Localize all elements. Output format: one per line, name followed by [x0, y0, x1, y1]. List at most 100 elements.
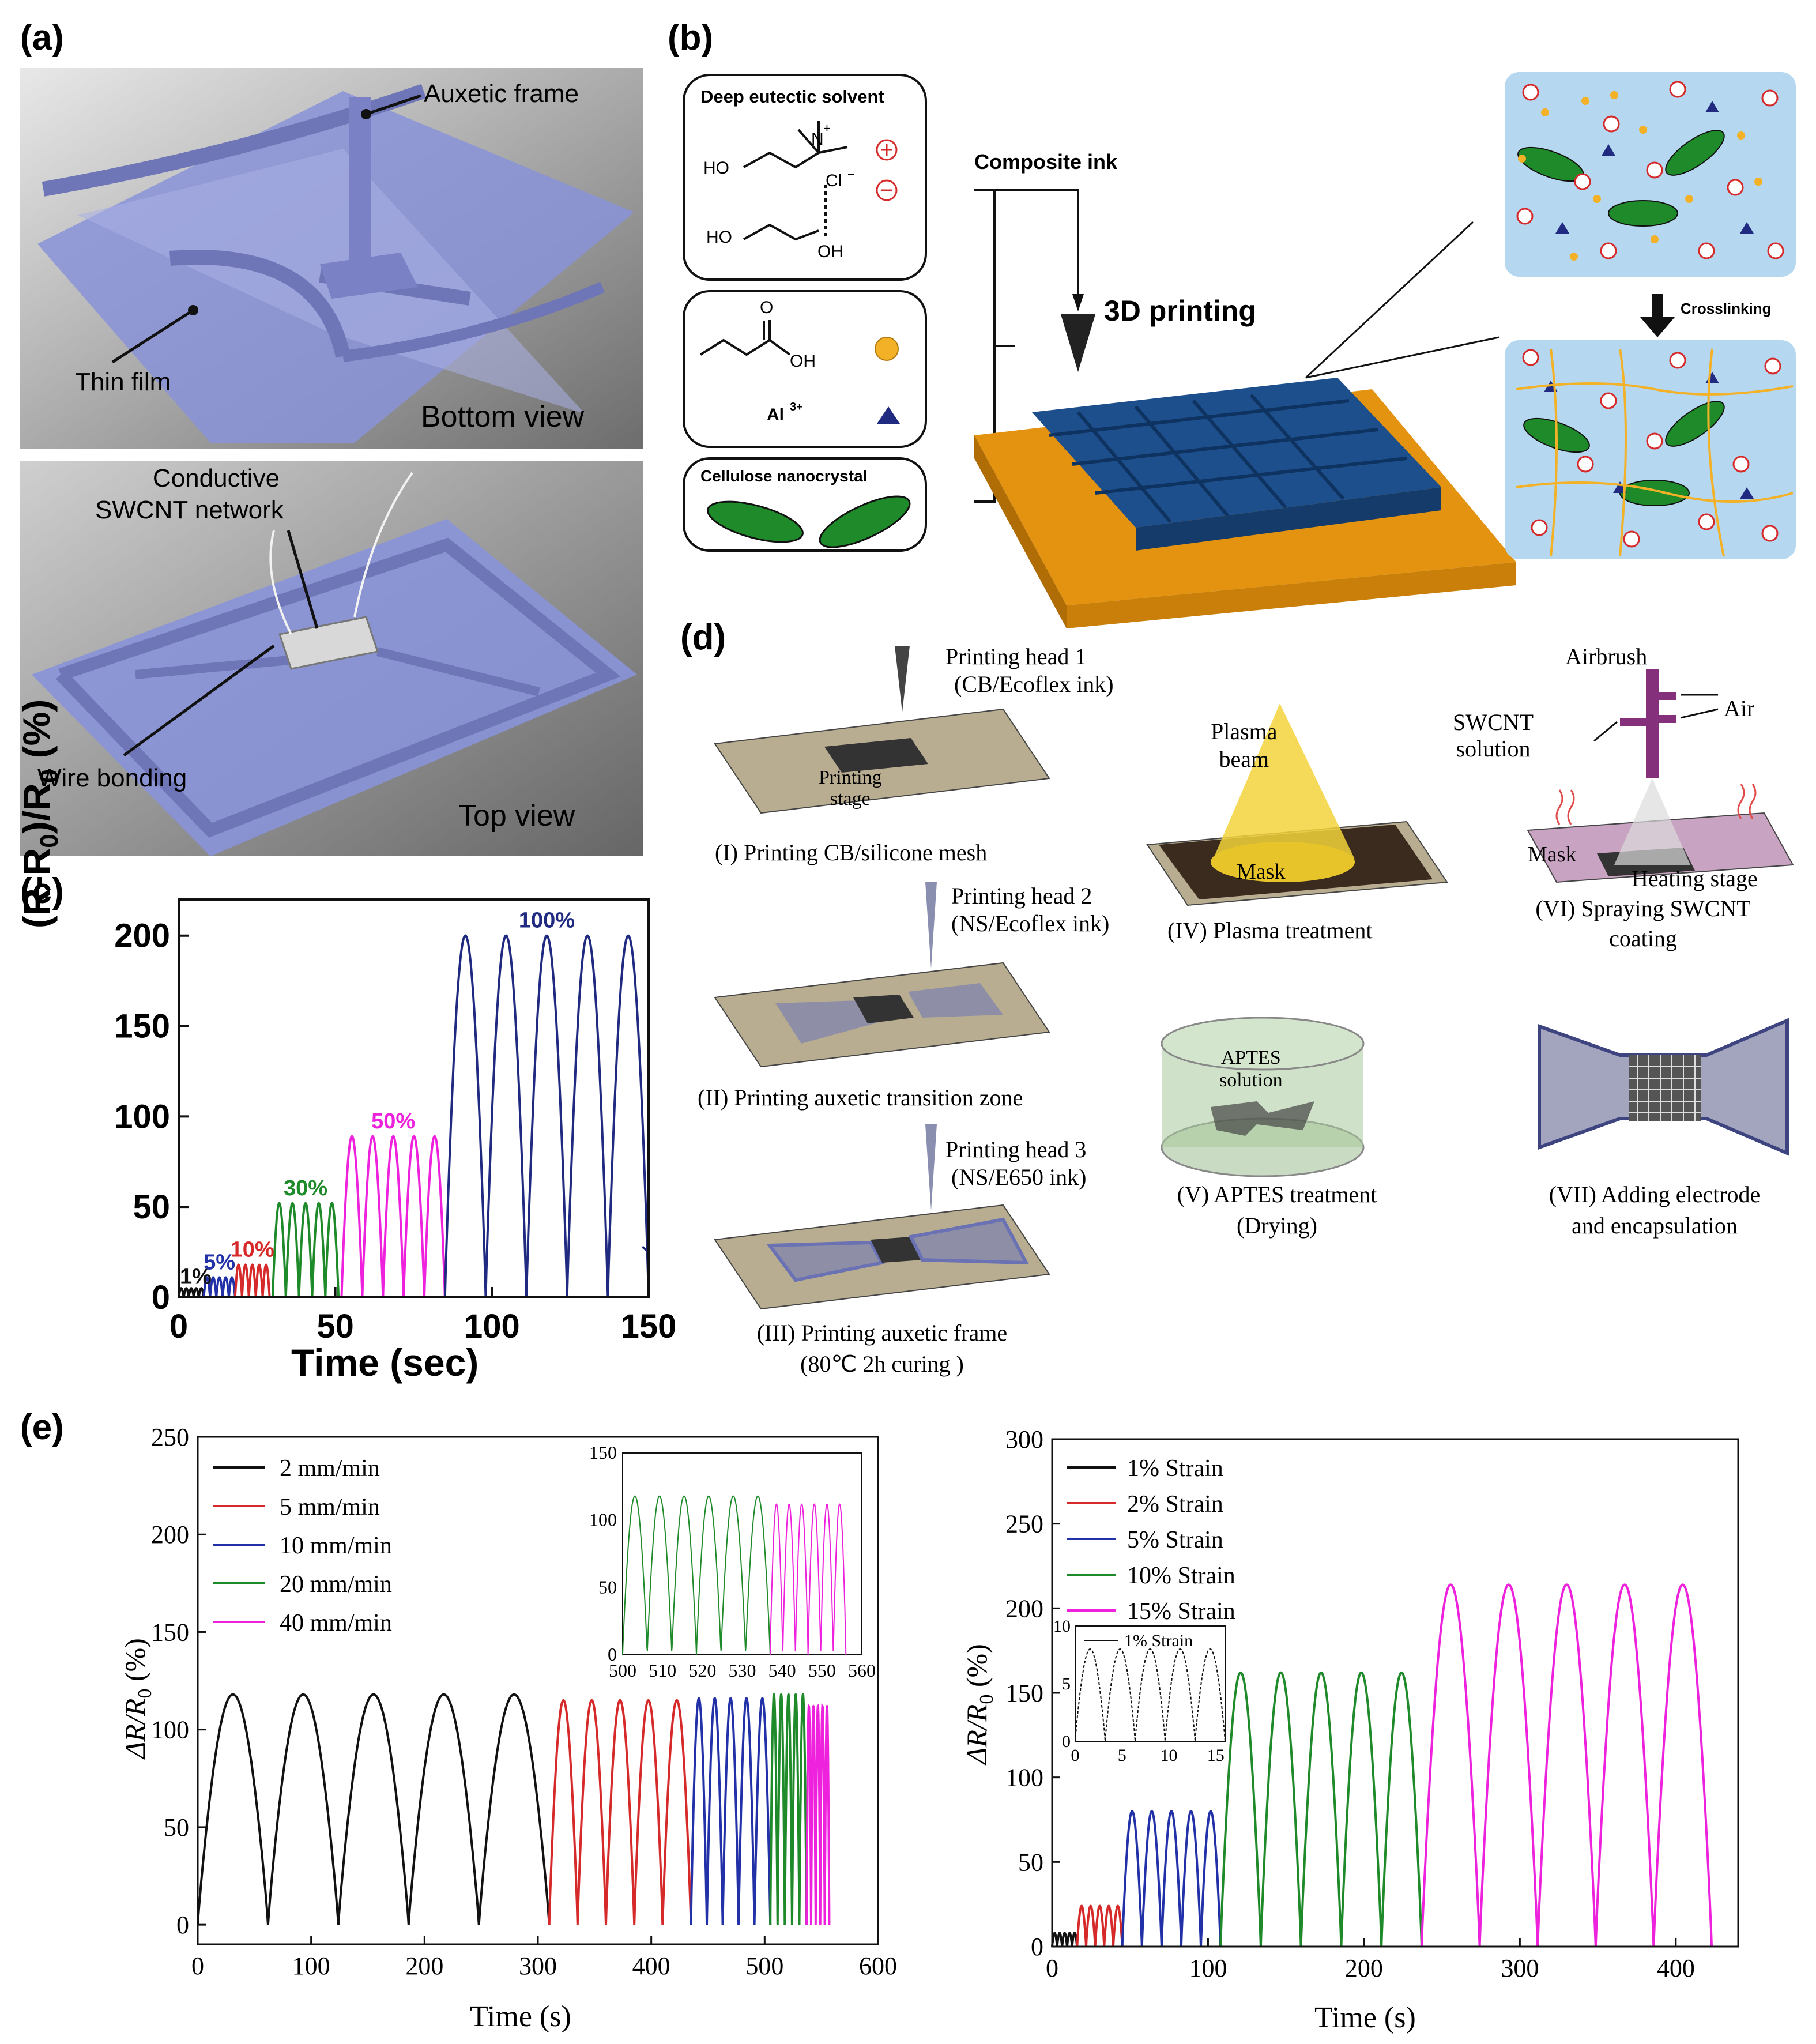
chem-n: N [811, 130, 824, 149]
ink-schematic [683, 72, 1796, 628]
panel-label-b: (b) [668, 18, 714, 58]
caption-step-1: (I) Printing CB/silicone mesh [715, 840, 988, 865]
chem-n-plus: + [823, 121, 831, 135]
figure-a-top-view: Conductive SWCNT network Wire bonding To… [20, 461, 643, 856]
c-series-label: 30% [284, 1176, 327, 1200]
er-series-line [1076, 1904, 1124, 1947]
el-series-line [548, 1699, 692, 1925]
chem-cl: Cl [826, 171, 842, 190]
panel-label-d: (d) [680, 618, 726, 657]
c-series-label: 50% [371, 1109, 415, 1134]
el-xtick-label: 200 [405, 1952, 443, 1980]
chem-al: Al [767, 405, 784, 424]
er-xtick-label: 400 [1657, 1954, 1695, 1982]
el-xtick-label: 100 [292, 1952, 330, 1980]
top-view-label: Top view [458, 799, 575, 833]
er-ylabel: ΔR/R0 (%) [960, 1644, 997, 1764]
mask-label-2: Mask [1528, 842, 1577, 867]
er-xtick-label: 0 [1046, 1954, 1058, 1982]
er-ytick-label: 150 [1005, 1679, 1043, 1707]
step-4-drawing [1146, 703, 1448, 906]
c-series-label: 10% [231, 1238, 274, 1262]
er-inset-legend-label: 1% Strain [1124, 1631, 1193, 1650]
bottom-view-label: Bottom view [421, 400, 585, 434]
chem-oh-2: OH [817, 242, 843, 261]
er-ytick-label: 100 [1005, 1764, 1043, 1792]
el-xlabel: Time (s) [470, 2000, 571, 2033]
el-inset-xtick-label: 530 [729, 1660, 756, 1681]
el-inset-xtick-label: 540 [768, 1660, 796, 1681]
el-inset-ytick-label: 0 [608, 1644, 617, 1665]
chem-ho-2: HO [706, 228, 732, 247]
air-label: Air [1724, 695, 1755, 721]
el-xtick-label: 300 [519, 1952, 557, 1980]
bottom-view-render [20, 68, 643, 449]
chem-o: O [760, 298, 774, 317]
er-xtick-label: 100 [1189, 1954, 1227, 1982]
er-legend-label: 5% Strain [1127, 1527, 1223, 1553]
c-ytick-label: 150 [114, 1008, 170, 1045]
caption-step-4: (IV) Plasma treatment [1167, 917, 1373, 943]
el-series-line [197, 1693, 551, 1925]
figure-a-bottom-view: Auxetic frame Thin film Bottom view [20, 68, 643, 449]
el-inset-ytick-label: 50 [598, 1576, 617, 1597]
c-ylabel: (R-R0)/R0 (%) [15, 699, 64, 928]
c-series-line [443, 934, 650, 1298]
el-inset-ytick-label: 100 [589, 1510, 617, 1530]
callout-lines-a-top [123, 530, 319, 757]
er-xtick-label: 200 [1345, 1954, 1383, 1982]
callout-wire-bonding: Wire bonding [37, 764, 187, 792]
el-legend-label: 10 mm/min [280, 1533, 392, 1559]
callout-conductive: Conductive [152, 464, 280, 492]
er-inset-xtick-label: 10 [1161, 1746, 1178, 1765]
ph2-label: Printing head 2(NS/Ecoflex ink) [951, 883, 1110, 936]
step-2-drawing [714, 882, 1050, 1068]
top-view-render [20, 461, 643, 856]
er-ytick-label: 200 [1005, 1594, 1043, 1623]
panel-label-e: (e) [20, 1407, 64, 1447]
er-inset-xtick-label: 5 [1118, 1746, 1126, 1765]
ph1-label: Printing head 1(CB/Ecoflex ink) [945, 643, 1114, 697]
er-xtick-label: 300 [1501, 1954, 1539, 1982]
box-title-des: Deep eutectic solvent [700, 86, 884, 107]
step-3-drawing [714, 1124, 1050, 1310]
chem-cl-minus: − [847, 167, 855, 182]
er-series-line [1051, 1932, 1079, 1947]
el-legend-label: 20 mm/min [280, 1571, 392, 1598]
er-ytick-label: 0 [1031, 1933, 1043, 1961]
airbrush-label: Airbrush [1565, 643, 1648, 669]
figure-b-schematic: Deep eutectic solvent HO N + Cl − HO OH … [675, 66, 1804, 628]
composite-ink-label: Composite ink [974, 150, 1118, 174]
el-inset-xtick-label: 550 [808, 1660, 836, 1681]
c-series-line [340, 1135, 446, 1298]
el-xtick-label: 600 [859, 1952, 897, 1980]
figure-d-process: Printing head 1(CB/Ecoflex ink) Printing… [680, 640, 1810, 1390]
er-series-line [1219, 1671, 1423, 1947]
caption-step-5: (V) APTES treatment(Drying) [1177, 1181, 1377, 1239]
chem-oh-3: OH [790, 352, 816, 371]
er-ytick-label: 250 [1005, 1510, 1043, 1538]
ph3-label: Printing head 3(NS/E650 ink) [945, 1136, 1087, 1190]
er-legend-label: 2% Strain [1127, 1491, 1223, 1518]
el-xtick-label: 500 [745, 1952, 783, 1980]
el-ytick-label: 200 [151, 1520, 189, 1549]
er-ytick-label: 300 [1005, 1425, 1043, 1454]
callout-thin-film: Thin film [75, 368, 171, 396]
el-ylabel: ΔR/R0 (%) [119, 1638, 156, 1759]
callout-swcnt-network: SWCNT network [95, 496, 284, 524]
el-xtick-label: 0 [191, 1952, 204, 1980]
c-series-line [178, 1287, 205, 1298]
mask-label-1: Mask [1237, 860, 1286, 884]
el-inset-line [769, 1503, 847, 1655]
er-inset-frame [1075, 1625, 1226, 1742]
step-5-drawing [1161, 1017, 1365, 1177]
el-legend-label: 2 mm/min [280, 1455, 380, 1482]
